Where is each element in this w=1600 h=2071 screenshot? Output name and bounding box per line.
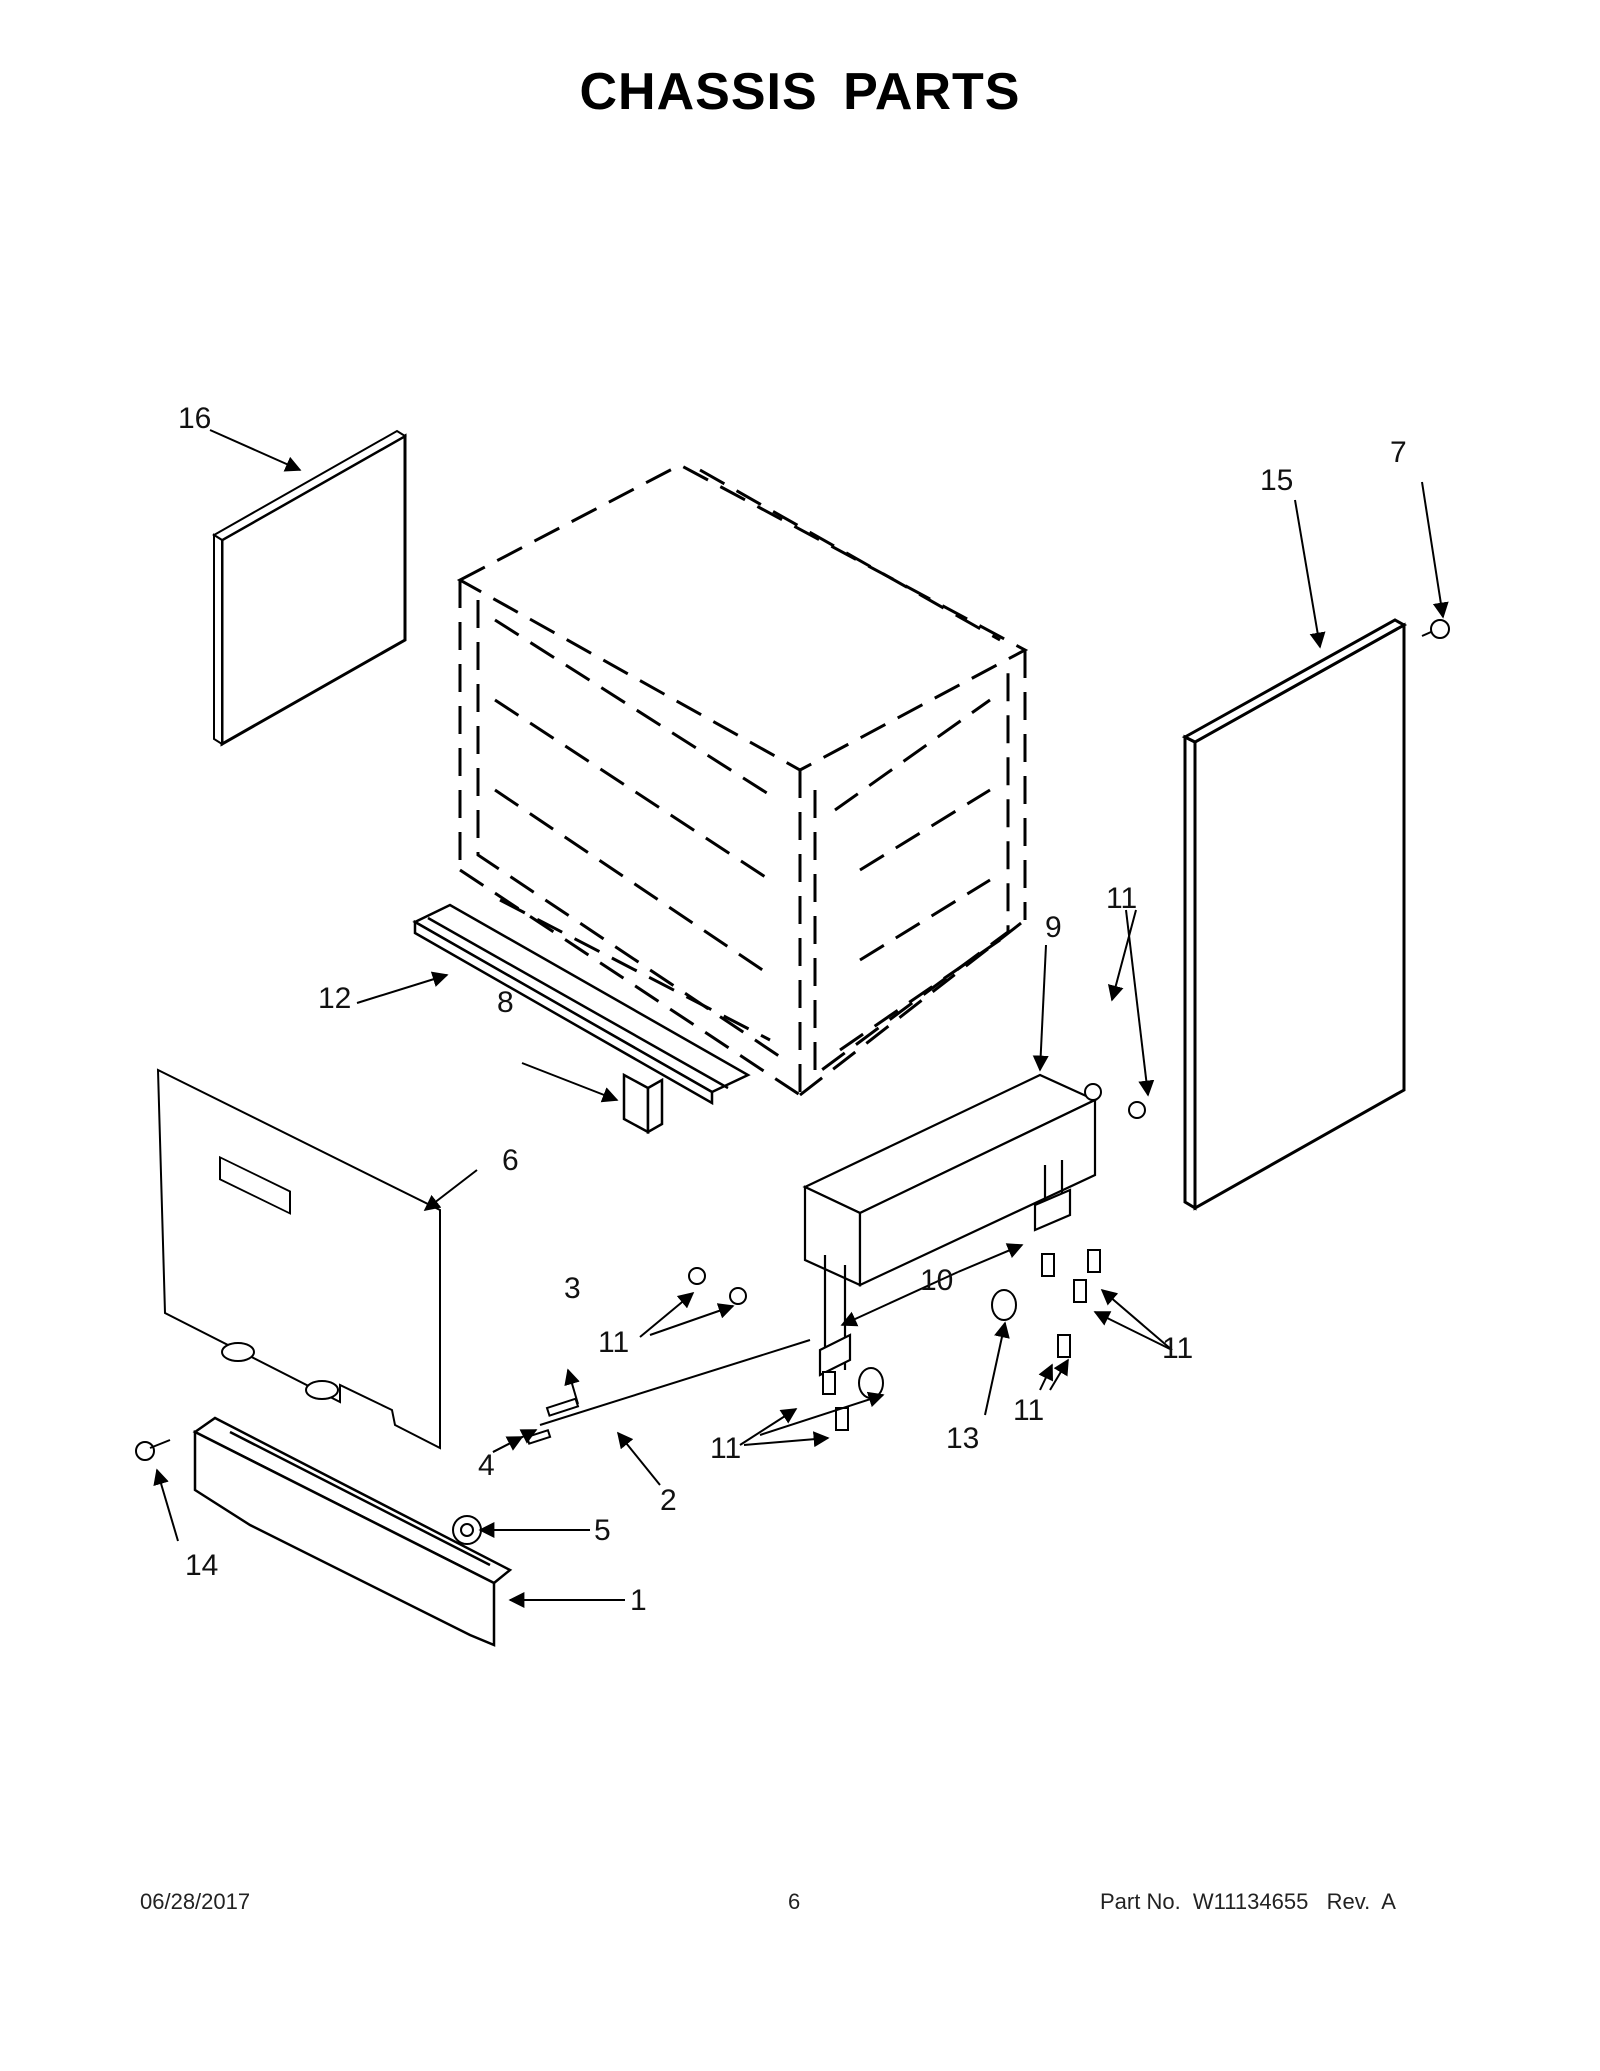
callout-11: 11: [1162, 1332, 1193, 1365]
callout-6: 6: [502, 1144, 519, 1177]
leader-lines: [153, 429, 1449, 1608]
callout-3: 3: [564, 1272, 581, 1305]
callout-9: 9: [1045, 911, 1062, 944]
callout-7: 7: [1390, 436, 1407, 469]
access-panel: [156, 1068, 441, 1450]
callout-11: 11: [710, 1432, 741, 1465]
callout-labels: 16 15 7 11 9 12 8 6 3 10 11 11 11 13 11 …: [178, 402, 1407, 1617]
callout-11: 11: [598, 1326, 629, 1359]
screw-14: [135, 1439, 171, 1461]
side-panel-right: [1181, 618, 1408, 1211]
footer-part-number: Part No. W11134655 Rev. A: [1100, 1889, 1396, 1914]
bracket: [622, 1072, 664, 1135]
callout-14: 14: [185, 1549, 218, 1582]
callout-1: 1: [630, 1584, 647, 1617]
side-panel-left: [212, 429, 407, 747]
footer-date: 06/28/2017: [140, 1889, 251, 1914]
toe-kick: [192, 1416, 513, 1647]
callout-12: 12: [318, 982, 351, 1015]
page-title: CHASSIS PARTS: [579, 63, 1021, 121]
callout-16: 16: [178, 402, 211, 435]
screw-7: [1421, 619, 1450, 639]
callout-5: 5: [594, 1514, 611, 1547]
callout-8: 8: [497, 986, 514, 1019]
base-rail: [412, 903, 751, 1106]
callout-2: 2: [660, 1484, 677, 1517]
grommet: [452, 1515, 482, 1545]
leg-housing: [802, 1073, 1098, 1377]
callout-4: 4: [478, 1449, 495, 1482]
tub-outline-dashed: [456, 463, 1029, 1097]
callout-15: 15: [1260, 464, 1293, 497]
callout-13: 13: [946, 1422, 979, 1455]
footer-page-number: 6: [788, 1889, 801, 1914]
callout-10: 10: [920, 1264, 953, 1297]
screws-11: [688, 1083, 1146, 1431]
callout-11: 11: [1106, 882, 1137, 915]
callout-11: 11: [1013, 1394, 1044, 1427]
